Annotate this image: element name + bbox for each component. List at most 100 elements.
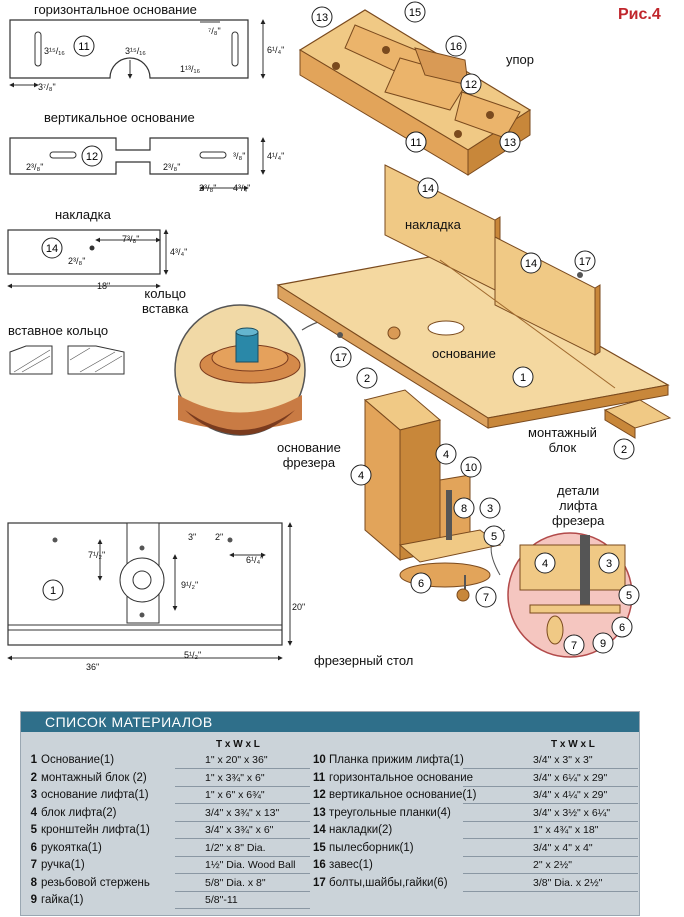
row-divider [463,838,638,839]
callout-marker: 9 [592,632,614,654]
dim-hb-b: 3¹⁵/₁₆ [125,46,146,56]
callout-number: 4 [358,470,364,482]
dim-hb-a: 3¹⁵/₁₆ [44,46,65,56]
callout-number: 12 [86,151,98,163]
material-number: 2 [30,771,37,784]
row-divider [463,768,638,769]
overlay-drawing [7,229,169,289]
dim-ov-height: 4³/₄" [170,247,188,257]
dim-rt-a: 7¹/₂" [88,550,106,560]
material-number: 12 [313,789,326,801]
material-size: 3/4" x 6¼" x 29" [533,771,608,784]
material-number: 14 [313,824,326,836]
callout-number: 5 [491,531,497,543]
callout-number: 7 [483,592,489,604]
material-name: болты,шайбы,гайки(6) [329,876,448,889]
horizontal-base-drawing [9,19,266,88]
dim-hb-height: 6¹/₄" [267,45,285,55]
callout-marker: 2 [613,438,635,460]
material-size: 1/2" x 8" Dia. [205,841,266,854]
material-size: 3/4" x 3½" x 6¼" [533,806,611,819]
row-divider [463,785,638,787]
callout-number: 1 [50,585,56,597]
callout-marker: 14 [520,252,542,274]
material-number: 7 [30,859,37,871]
material-name: гайка(1) [41,894,84,906]
dim-rt-d: 6¹/₄" [246,555,264,565]
material-number: 6 [30,841,37,854]
material-name: горизонтальное основание [329,771,474,784]
material-number: 17 [313,876,326,889]
material-number: 3 [30,789,37,801]
callout-marker: 12 [81,145,103,167]
callout-marker: 13 [499,131,521,153]
dim-rt-width: 20" [292,602,306,612]
label-horizontal-base: горизонтальное основание [34,2,197,17]
callout-marker: 4 [435,443,457,465]
material-size: 3/4" x 3" x 3" [533,754,593,766]
callout-number: 13 [504,137,516,149]
callout-number: 2 [621,444,627,456]
material-size: 1½" Dia. Wood Ball [205,859,296,871]
callout-marker: 3 [479,497,501,519]
column-header-left: T x W x L [216,739,260,750]
insert-ring-drawing [9,345,125,375]
material-name: блок лифта(2) [41,806,117,819]
dim-rt-c: 2" [215,532,224,542]
callout-number: 1 [520,372,526,384]
dim-rt-length: 36" [86,662,100,672]
table-3d [276,164,672,439]
row-divider [463,803,638,804]
material-size: 5/8"-11 [205,894,238,906]
label-ring-insert: кольцо вставка [142,286,189,316]
callout-number: 15 [409,7,421,19]
callout-marker: 1 [42,579,64,601]
material-name: завес(1) [329,859,373,871]
dim-vb-b: 2³/₈" [163,162,181,172]
callout-marker: 6 [611,616,633,638]
label-base-3d: основание [432,346,496,361]
label-overlay: накладка [55,207,111,222]
dim-vb-height: 4¹/₄" [267,151,285,161]
callout-number: 14 [46,243,58,255]
material-name: монтажный блок (2) [41,771,147,784]
material-number: 1 [30,754,37,766]
callout-number: 3 [487,503,493,515]
dim-hb-c: 1¹³/₁₆ [180,64,201,74]
callout-number: 9 [600,638,606,650]
material-number: 8 [30,876,37,889]
callout-number: 16 [450,41,462,53]
material-size: 1" x 6" x 6¾" [205,789,265,801]
dim-vb-d: 2³/₈" [199,183,217,193]
callout-number: 3 [606,558,612,570]
callout-marker: 6 [410,572,432,594]
callout-marker: 17 [330,346,352,368]
material-number: 4 [30,806,37,819]
material-size: 1" x 20" x 36" [205,754,268,766]
lift-3d [363,389,502,602]
material-name: Планка прижим лифта(1) [329,754,464,766]
column-header-right: T x W x L [551,739,595,750]
figure-label: Рис.4 [618,6,661,23]
callout-number: 6 [619,622,625,634]
label-overlay-3d: накладка [405,217,461,232]
material-name: кронштейн лифта(1) [41,824,150,836]
dim-rt-e: 9¹/₂" [181,580,199,590]
callout-number: 11 [410,137,421,149]
callout-marker: 10 [460,456,482,478]
callout-marker: 5 [618,584,640,606]
row-divider [175,785,310,787]
callout-marker: 7 [475,586,497,608]
material-name: треугольные планки(4) [329,806,451,819]
callout-number: 12 [465,79,477,91]
callout-marker: 2 [356,367,378,389]
row-divider [175,908,310,909]
callout-marker: 16 [445,35,467,57]
callout-number: 17 [579,256,591,268]
